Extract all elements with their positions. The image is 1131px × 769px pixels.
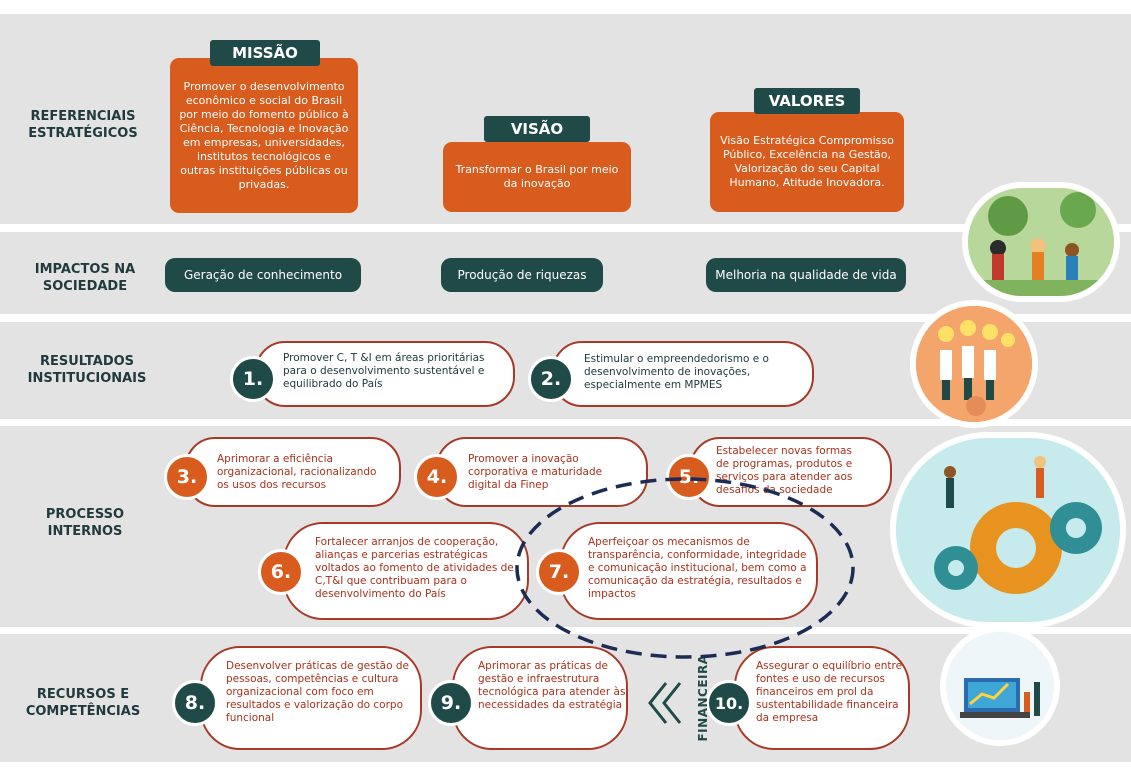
- objective-6-number: 6.: [258, 549, 304, 595]
- dashed-highlight-ellipse: [510, 472, 860, 664]
- objective-1-text: Promover C, T &I em áreas prioritárias p…: [283, 352, 485, 390]
- missao-title: MISSÃO: [210, 40, 320, 66]
- people-park-illustration: [962, 182, 1120, 302]
- double-chevron-left-icon: [646, 678, 686, 728]
- row-label-impactos: IMPACTOS NA SOCIEDADE: [34, 262, 136, 294]
- row-label-recursos: RECURSOS E COMPETÊNCIAS: [25, 687, 141, 719]
- valores-text: Visão Estratégica Compromisso Público, E…: [720, 134, 894, 189]
- objective-1: Promover C, T &I em áreas prioritárias p…: [255, 341, 515, 407]
- objective-9-text: Aprimorar as práticas de gestão e infrae…: [478, 660, 626, 711]
- objective-10: Assegurar o equilíbrio entre fontes e us…: [734, 646, 910, 750]
- valores-box: Visão Estratégica Compromisso Público, E…: [710, 112, 904, 212]
- objective-9: Aprimorar as práticas de gestão e infrae…: [452, 646, 628, 750]
- objective-3-text: Aprimorar a eficiência organizacional, r…: [217, 453, 377, 491]
- objective-5-text: Estabelecer novas formas de programas, p…: [716, 445, 853, 496]
- financial-growth-illustration: [940, 626, 1060, 746]
- objective-3-number: 3.: [164, 454, 210, 500]
- objective-4: Promover a inovação corporativa e maturi…: [436, 437, 648, 507]
- objective-3: Aprimorar a eficiência organizacional, r…: [185, 437, 401, 507]
- visao-text: Transformar o Brasil por meio da inovaçã…: [455, 163, 619, 190]
- objective-7: Aperfeiçoar os mecanismos de transparênc…: [560, 522, 818, 620]
- visao-box: Transformar o Brasil por meio da inovaçã…: [443, 142, 631, 212]
- impact-producao-riquezas: Produção de riquezas: [441, 258, 603, 292]
- gears-teamwork-illustration: [890, 432, 1126, 628]
- objective-7-text: Aperfeiçoar os mecanismos de transparênc…: [588, 536, 807, 600]
- missao-box: Promover o desenvolvimento econômico e s…: [170, 58, 358, 213]
- objective-1-number: 1.: [230, 356, 276, 402]
- missao-text: Promover o desenvolvimento econômico e s…: [179, 79, 349, 191]
- row-label-processos: PROCESSO INTERNOS: [45, 507, 125, 539]
- objective-5-number: 5.: [666, 454, 712, 500]
- idea-bulbs-illustration: [910, 300, 1038, 428]
- objective-4-text: Promover a inovação corporativa e maturi…: [468, 453, 603, 491]
- objective-4-number: 4.: [414, 454, 460, 500]
- impact-geracao-conhecimento: Geração de conhecimento: [165, 258, 361, 292]
- row-label-referenciais: REFERENCIAIS ESTRATÉGICOS: [28, 109, 138, 141]
- objective-9-number: 9.: [428, 680, 474, 726]
- objective-6: Fortalecer arranjos de cooperação, alian…: [283, 522, 529, 620]
- impact-melhoria-qualidade: Melhoria na qualidade de vida: [706, 258, 906, 292]
- objective-2-number: 2.: [528, 356, 574, 402]
- valores-title: VALORES: [754, 88, 860, 114]
- objective-10-text: Assegurar o equilíbrio entre fontes e us…: [756, 660, 903, 724]
- objective-6-text: Fortalecer arranjos de cooperação, alian…: [315, 536, 514, 600]
- objective-8-text: Desenvolver práticas de gestão de pessoa…: [226, 660, 409, 724]
- objective-2: Estimular o empreendedorismo e o desenvo…: [552, 341, 814, 407]
- objective-10-number: 10.: [706, 680, 752, 726]
- objective-5: Estabelecer novas formas de programas, p…: [690, 437, 892, 507]
- objective-2-text: Estimular o empreendedorismo e o desenvo…: [584, 353, 769, 391]
- objective-8: Desenvolver práticas de gestão de pessoa…: [200, 646, 422, 750]
- objective-7-number: 7.: [536, 549, 582, 595]
- row-label-resultados: RESULTADOS INSTITUCIONAIS: [27, 354, 147, 386]
- objective-8-number: 8.: [172, 680, 218, 726]
- visao-title: VISÃO: [484, 116, 590, 142]
